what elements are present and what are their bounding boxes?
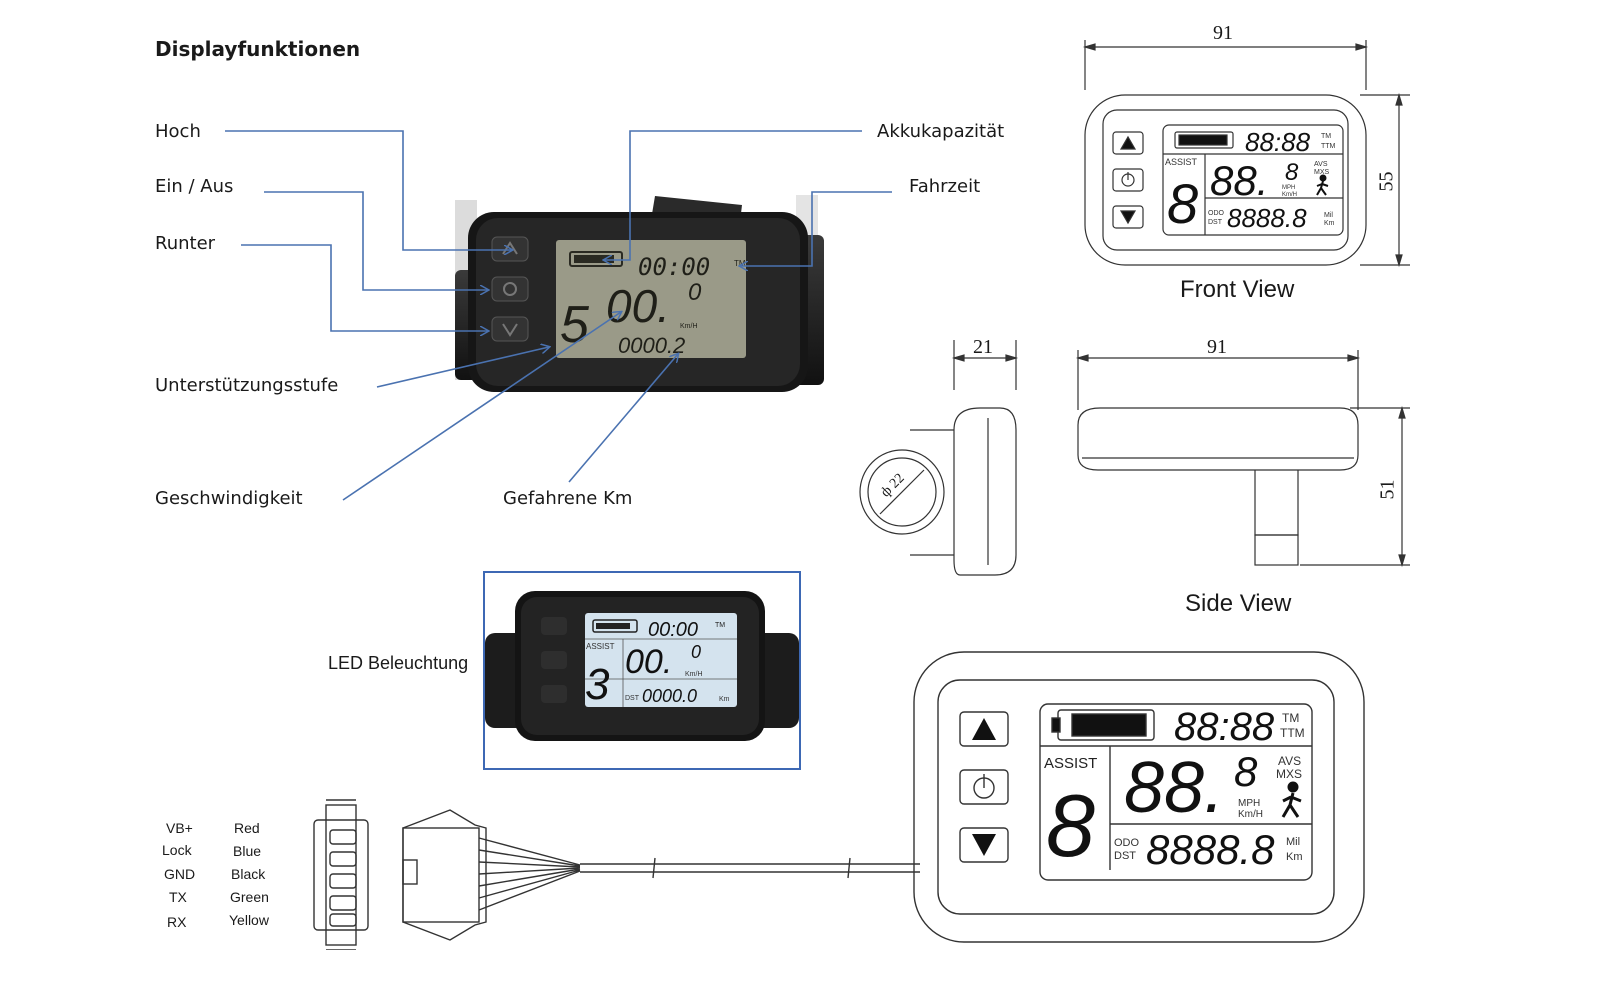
large-lcd-time: 88:88	[1174, 705, 1275, 749]
large-lcd-ttm: TTM	[1280, 726, 1305, 740]
callout-runter-line	[241, 244, 488, 331]
label-fahrzeit: Fahrzeit	[909, 176, 981, 197]
large-lcd-kmh: Km/H	[1238, 809, 1263, 820]
front-lcd-kmh: Km/H	[1282, 192, 1297, 198]
callout-unterstuetzung-line	[376, 347, 549, 388]
photo-lcd-unit: Km/H	[680, 323, 698, 330]
front-lcd-tm: TM	[1321, 133, 1331, 140]
large-lcd-tm: TM	[1282, 711, 1299, 725]
photo-lcd-time: 00:00	[638, 253, 710, 281]
led-lcd-speed-unit: Km/H	[685, 671, 703, 678]
front-lcd-speed-decimal: 8	[1285, 159, 1299, 186]
callout-lines	[225, 130, 892, 501]
large-lcd-assist-digit: 8	[1046, 776, 1095, 875]
photo-lcd-odo: 0000.2	[618, 333, 685, 358]
front-walk-icon	[1316, 174, 1329, 196]
large-lcd-mph: MPH	[1238, 798, 1260, 809]
wire-color-2: Black	[231, 866, 266, 882]
wire-signal-3: TX	[169, 889, 187, 905]
front-lcd-speed: 88.	[1210, 157, 1268, 204]
led-photo	[485, 591, 799, 741]
callout-geschwindigkeit-line	[342, 312, 621, 501]
photo-lcd-assist: 5	[560, 296, 590, 354]
led-lcd-distance: 0000.0	[642, 686, 697, 706]
side-depth-dimension: 21	[973, 336, 993, 358]
front-lcd-avs: AVS	[1314, 161, 1328, 168]
front-lcd-dst-label: DST	[1208, 219, 1223, 226]
front-lcd-mil: Mil	[1324, 212, 1333, 219]
large-lcd-assist-label: ASSIST	[1044, 755, 1097, 772]
led-lcd-assist-label: ASSIST	[586, 642, 615, 651]
page-title: Displayfunktionen	[155, 37, 361, 61]
label-runter: Runter	[155, 233, 216, 254]
wire-color-3: Green	[230, 889, 269, 905]
side-view-drawing	[859, 340, 1410, 576]
wire-color-4: Yellow	[229, 912, 269, 928]
wire-signal-2: GND	[164, 866, 196, 882]
callout-fahrzeit-line	[740, 191, 892, 266]
front-width-dimension: 91	[1213, 22, 1233, 44]
photo-display-housing	[468, 212, 808, 392]
led-lcd-time-unit: TM	[715, 622, 725, 629]
led-lcd-assist: 3	[585, 660, 610, 709]
front-lcd-mxs: MXS	[1314, 169, 1330, 176]
wire-color-1: Blue	[233, 843, 262, 859]
led-lcd-speed-decimal: 0	[691, 642, 701, 662]
front-view-label: Front View	[1180, 276, 1295, 303]
front-lcd-mph: MPH	[1282, 185, 1295, 191]
large-walk-icon	[1281, 781, 1302, 818]
label-gefahrene-km: Gefahrene Km	[503, 488, 633, 509]
large-lcd-mil: Mil	[1286, 836, 1300, 848]
photo-lcd-speed: 00.	[606, 280, 670, 332]
label-akkukapazitaet: Akkukapazität	[877, 121, 1005, 142]
large-lcd-mxs: MXS	[1276, 767, 1302, 781]
led-lcd-dst-label: DST	[625, 695, 640, 702]
callout-akku-line	[604, 130, 862, 260]
front-view-drawing: 88:88 TM TTM ASSIST 8 88. 8 AVS MXS MPH …	[1082, 40, 1410, 268]
large-lcd-dst-label: DST	[1114, 850, 1136, 862]
label-unterstuetzungsstufe: Unterstützungsstufe	[155, 375, 339, 396]
large-lcd-speed-decimal: 8	[1234, 748, 1258, 795]
large-lcd-km: Km	[1286, 851, 1303, 863]
led-beleuchtung-label: LED Beleuchtung	[328, 653, 469, 673]
front-height-dimension: 55	[1375, 171, 1398, 192]
label-hoch: Hoch	[155, 121, 201, 142]
large-display-drawing: 88:88 TM TTM ASSIST 8 88. 8 AVS MXS MPH …	[313, 651, 1365, 950]
callout-gefahrene-km-line	[568, 354, 678, 483]
large-lcd-odo-label: ODO	[1114, 837, 1140, 849]
front-lcd-assist-label: ASSIST	[1165, 157, 1198, 167]
led-lcd-dist-unit: Km	[719, 696, 730, 703]
callout-hoch-line	[225, 130, 512, 250]
front-lcd-ttm: TTM	[1321, 143, 1336, 150]
led-lcd-time: 00:00	[648, 619, 698, 641]
front-lcd-assist-digit: 8	[1167, 172, 1198, 235]
wire-signal-0: VB+	[166, 820, 193, 836]
front-lcd-odo-label: ODO	[1208, 210, 1225, 217]
wire-signal-1: Lock	[162, 842, 192, 858]
side-width-dimension: 91	[1207, 336, 1227, 358]
front-lcd-odometer: 8888.8	[1227, 203, 1307, 233]
label-ein-aus: Ein / Aus	[155, 176, 234, 197]
led-lcd-speed: 00.	[625, 643, 672, 681]
led-lcd-overlay: 00:00 TM ASSIST 3 00. 0 Km/H DST 0000.0 …	[585, 619, 730, 709]
front-lcd-km: Km	[1324, 220, 1335, 227]
led-photo-frame	[483, 571, 801, 770]
wire-color-0: Red	[234, 820, 260, 836]
side-view-label: Side View	[1185, 590, 1292, 617]
wire-signal-4: RX	[167, 914, 187, 930]
callout-ein-aus-line	[264, 191, 488, 290]
large-lcd-avs: AVS	[1278, 754, 1301, 768]
large-lcd-speed: 88.	[1124, 748, 1224, 828]
large-lcd-odometer: 8888.8	[1146, 826, 1275, 873]
photo-lcd-speed-decimal: 0	[688, 279, 702, 306]
label-geschwindigkeit: Geschwindigkeit	[155, 488, 303, 509]
front-lcd-time: 88:88	[1245, 127, 1311, 157]
side-height-dimension: 51	[1376, 479, 1399, 500]
